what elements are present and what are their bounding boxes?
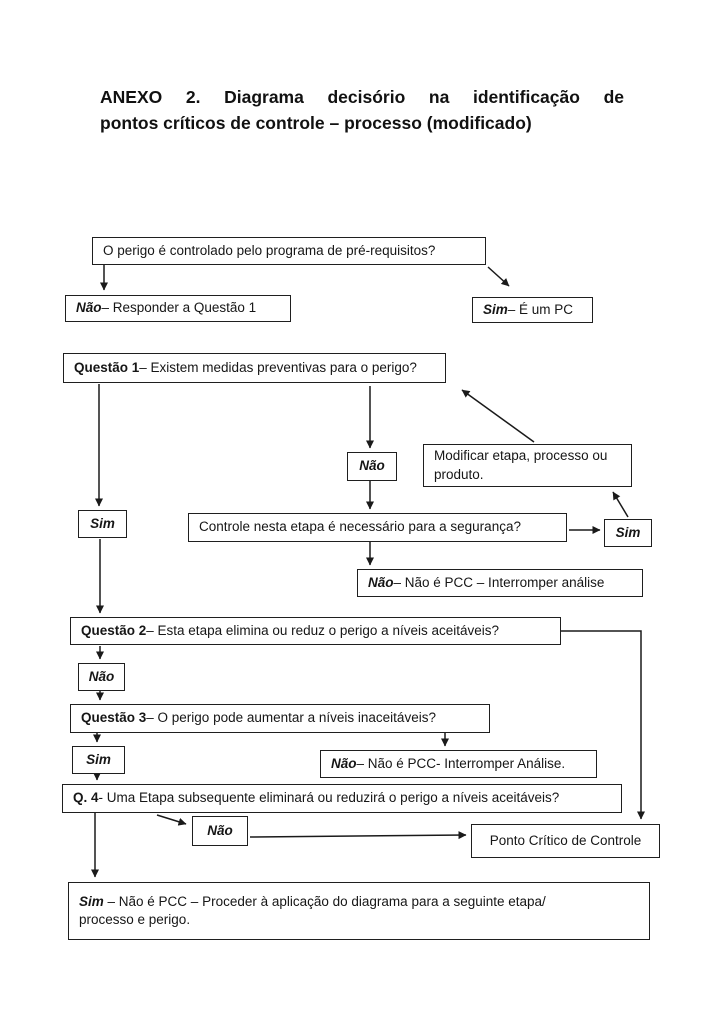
node-questao1: Questão 1 – Existem medidas preventivas … (63, 353, 446, 383)
node-modificar-text: Modificar etapa, processo ou produto. (434, 448, 608, 482)
node-questao1-text: – Existem medidas preventivas para o per… (139, 359, 417, 375)
node-nao-2-keyword: Não (88, 668, 115, 684)
node-nao-pcc-interromper2: Não – Não é PCC- Interromper Análise. (320, 750, 597, 778)
node-questao2-text: – Esta etapa elimina ou reduz o perigo a… (146, 622, 499, 638)
node-sim-3: Sim (72, 746, 125, 774)
node-questao3-keyword: Questão 3 (81, 710, 147, 726)
arrow-modificar-to-questao1 (461, 389, 535, 443)
node-questao1-keyword: Questão 1 (74, 359, 140, 375)
node-sim-e-um-pc: Sim – É um PC (472, 297, 593, 323)
node-nao-4-keyword: Não (207, 822, 233, 838)
node-nao-pcc-interromper1-text: – Não é PCC – Interromper análise (393, 574, 605, 590)
node-nao-pcc-interromper2-keyword: Não (331, 755, 357, 771)
diagram-title-line1: ANEXO 2. Diagrama decisório na identific… (100, 87, 624, 107)
node-sim-right-keyword: Sim (615, 524, 641, 540)
node-questao4-text: - Uma Etapa subsequente eliminará ou red… (98, 790, 560, 806)
node-nao-4: Não (192, 816, 248, 846)
node-sim-final-keyword: Sim (79, 893, 104, 909)
node-nao-pcc-interromper1-keyword: Não (368, 574, 394, 590)
node-ponto-critico-controle-text: Ponto Crítico de Controle (489, 832, 642, 848)
arrow-nao4-to-pcc (249, 831, 467, 840)
node-questao3-text: – O perigo pode aumentar a níveis inacei… (146, 710, 436, 726)
node-questao2-keyword: Questão 2 (81, 622, 147, 638)
node-sim-final: Sim – Não é PCC – Proceder à aplicação d… (68, 882, 650, 940)
node-questao2: Questão 2 – Esta etapa elimina ou reduz … (70, 617, 561, 645)
node-controle: Controle nesta etapa é necessário para a… (188, 513, 567, 542)
node-modificar: Modificar etapa, processo ou produto. (423, 444, 632, 487)
node-sim-left-keyword: Sim (90, 515, 115, 531)
arrow-prereq-to-sim (487, 266, 510, 287)
node-prereq-question: O perigo é controlado pelo programa de p… (92, 237, 486, 265)
node-controle-text: Controle nesta etapa é necessário para a… (199, 519, 521, 535)
node-questao3: Questão 3 – O perigo pode aumentar a nív… (70, 704, 490, 733)
node-questao4-keyword: Q. 4 (73, 790, 99, 806)
diagram-title: ANEXO 2. Diagrama decisório na identific… (100, 84, 624, 136)
node-sim-e-um-pc-keyword: Sim (483, 301, 508, 317)
node-nao-responder-q1: Não – Responder a Questão 1 (65, 295, 291, 322)
arrow-questao4-to-nao4 (156, 814, 187, 826)
node-sim-e-um-pc-text: – É um PC (507, 301, 574, 317)
node-nao-responder-q1-text: – Responder a Questão 1 (101, 300, 257, 316)
node-sim-3-keyword: Sim (86, 751, 111, 767)
node-prereq-question-text: O perigo é controlado pelo programa de p… (103, 242, 436, 258)
node-nao-pcc-interromper2-text: – Não é PCC- Interromper Análise. (356, 755, 566, 771)
node-nao-2: Não (78, 663, 125, 691)
diagram-title-line2: pontos críticos de controle – processo (… (100, 113, 532, 133)
node-ponto-critico-controle: Ponto Crítico de Controle (471, 824, 660, 858)
node-nao-mid: Não (347, 452, 397, 481)
node-questao4: Q. 4- Uma Etapa subsequente eliminará ou… (62, 784, 622, 813)
node-nao-responder-q1-keyword: Não (76, 300, 102, 316)
node-sim-right: Sim (604, 519, 652, 547)
arrow-sim-right-to-modificar (612, 491, 629, 518)
node-sim-left: Sim (78, 510, 127, 538)
node-nao-pcc-interromper1: Não – Não é PCC – Interromper análise (357, 569, 643, 597)
node-sim-final-text: – Não é PCC – Proceder à aplicação do di… (79, 893, 546, 927)
arrow-questao2-to-pcc (561, 630, 645, 820)
node-nao-mid-keyword: Não (359, 458, 385, 474)
node-sim-final-content: Sim – Não é PCC – Proceder à aplicação d… (79, 893, 546, 929)
